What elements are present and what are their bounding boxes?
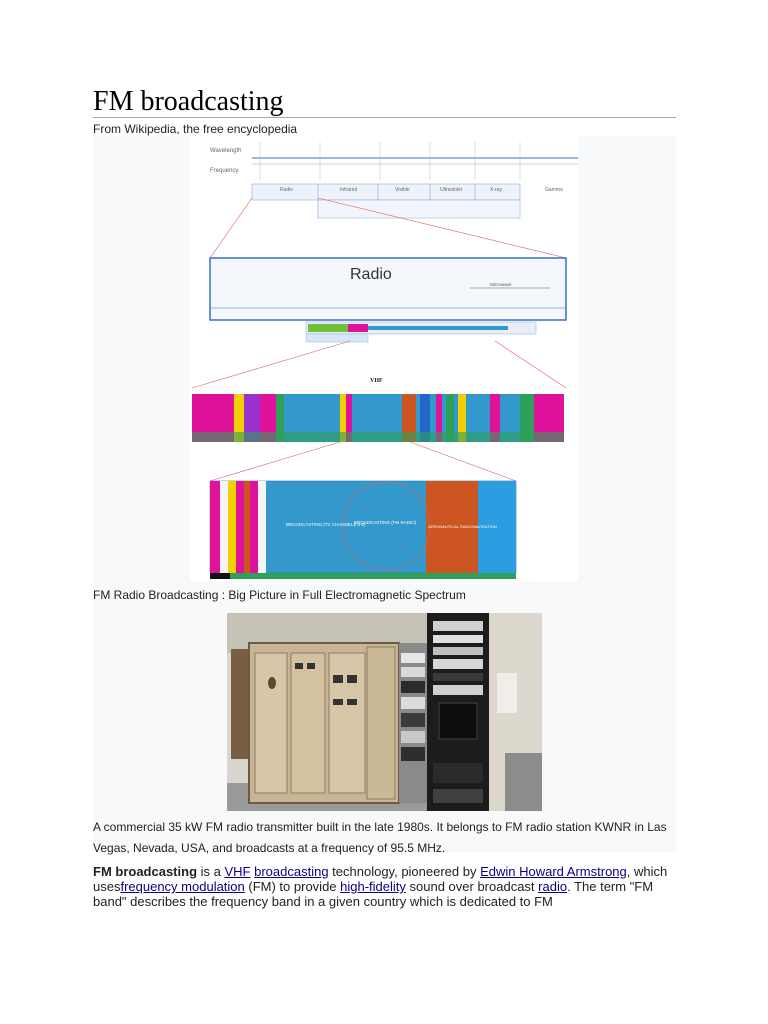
spectrum-diagram[interactable]: Wavelength Frequency Radio Infrared Visi…	[190, 136, 578, 581]
link-edwin-howard-armstrong[interactable]: Edwin Howard Armstrong	[480, 864, 627, 879]
band-infrared: Infrared	[340, 187, 357, 193]
intro-text-4: , which uses	[93, 864, 668, 894]
vhf-title: VHF	[370, 378, 383, 384]
band-visible: Visible	[395, 187, 410, 193]
wavelength-label: Wavelength	[210, 148, 241, 154]
link-frequency-modulation[interactable]: frequency modulation	[120, 879, 245, 894]
intro-text-6: sound over broadcast	[405, 879, 539, 894]
fm-block-radio-label: BROADCASTING (FM RADIO)	[354, 520, 417, 525]
frequency-label: Frequency	[210, 168, 238, 174]
intro-text-1: is a	[197, 864, 225, 879]
fm-detail-bar	[209, 480, 517, 579]
tagline: From Wikipedia, the free encyclopedia	[93, 122, 298, 136]
link-vhf[interactable]: VHF	[224, 864, 251, 879]
title-underline	[93, 117, 676, 118]
band-xray: X-ray	[490, 187, 502, 193]
intro-text-5: (FM) to provide	[244, 879, 341, 894]
band-radio: Radio	[280, 187, 293, 193]
link-radio[interactable]: radio	[538, 879, 568, 894]
band-gamma: Gamma	[545, 187, 563, 193]
fm-block-aero-label: AERONAUTICAL RADIONAVIGATION	[428, 524, 497, 529]
figure-caption-spectrum: FM Radio Broadcasting : Big Picture in F…	[93, 588, 466, 602]
intro-text-7: . The term "FM band" describes the frequ…	[93, 879, 654, 909]
microwave-label: Microwave	[490, 282, 512, 287]
intro-term: FM broadcasting	[93, 864, 198, 879]
band-ultraviolet: Ultraviolet	[440, 187, 463, 193]
intro-paragraph: FM broadcasting is a VHF broadcasting te…	[93, 864, 668, 909]
fm-block-tv-label: BROADCASTING (TV CHANNELS 5-6)	[286, 522, 366, 527]
intro-text-3: technology, pioneered by	[328, 864, 481, 879]
radio-zoom-title: Radio	[350, 266, 392, 283]
link-broadcasting[interactable]: broadcasting	[254, 864, 329, 879]
page-title: FM broadcasting	[93, 86, 284, 117]
link-high-fidelity[interactable]: high-fidelity	[340, 879, 406, 894]
vhf-allocation-bar	[192, 394, 564, 442]
figure-caption-transmitter: A commercial 35 kW FM radio transmitter …	[93, 820, 667, 855]
transmitter-photo[interactable]	[227, 613, 542, 811]
